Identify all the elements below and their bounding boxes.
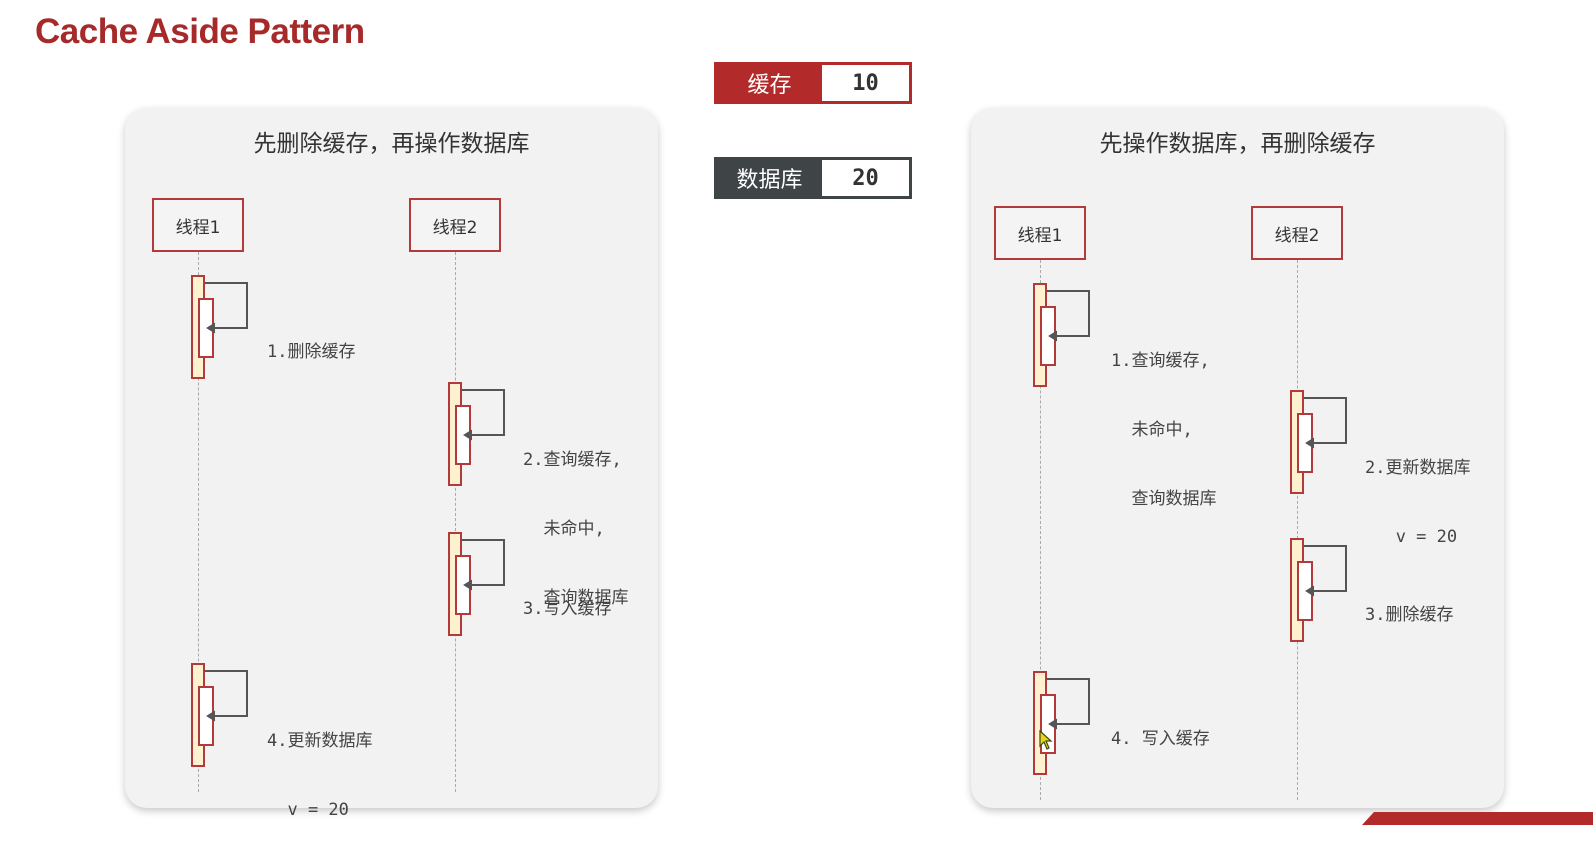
left-step3-label: 3.写入缓存	[523, 599, 612, 619]
right-step1-self-arrow	[1047, 290, 1090, 342]
cache-label: 缓存	[717, 65, 822, 101]
corner-decoration	[1362, 812, 1593, 825]
right-sequence-panel: 先操作数据库，再删除缓存 线程1 线程2 1.查询缓存, 未命中, 查询数据库 …	[971, 108, 1504, 808]
left-step3-self-arrow	[462, 539, 505, 591]
right-step2-self-arrow	[1304, 397, 1347, 449]
left-panel-title: 先删除缓存，再操作数据库	[253, 131, 530, 157]
left-thread2-box: 线程2	[409, 198, 501, 252]
left-step1-self-arrow	[205, 282, 248, 334]
right-thread1-lifeline	[1040, 260, 1041, 800]
database-value: 20	[822, 160, 909, 196]
right-step3-label: 3.删除缓存	[1365, 605, 1454, 625]
right-thread2-box: 线程2	[1251, 206, 1343, 260]
left-step1-label: 1.删除缓存	[267, 342, 356, 362]
right-thread2-lifeline	[1297, 260, 1298, 800]
database-label: 数据库	[717, 160, 822, 196]
left-step2-self-arrow	[462, 389, 505, 441]
cache-state-box: 缓存 10	[714, 62, 912, 104]
left-step2-label: 2.查询缓存, 未命中, 查询数据库	[523, 450, 629, 608]
right-step4-self-arrow	[1047, 678, 1090, 730]
cache-value: 10	[822, 65, 909, 101]
left-thread1-box: 线程1	[152, 198, 244, 252]
right-step2-label: 2.更新数据库 v = 20	[1365, 458, 1471, 547]
left-step4-label: 4.更新数据库 v = 20	[267, 731, 373, 820]
database-state-box: 数据库 20	[714, 157, 912, 199]
left-thread1-lifeline	[198, 252, 199, 792]
right-panel-title: 先操作数据库，再删除缓存	[1099, 131, 1376, 157]
page-title: Cache Aside Pattern	[35, 12, 365, 51]
mouse-cursor-icon	[1039, 729, 1053, 750]
right-step4-label: 4. 写入缓存	[1111, 729, 1210, 749]
left-step4-self-arrow	[205, 670, 248, 722]
left-sequence-panel: 先删除缓存，再操作数据库 线程1 线程2 1.删除缓存 2.查询缓存, 未命中,…	[125, 108, 658, 820]
right-step3-self-arrow	[1304, 545, 1347, 597]
right-thread1-box: 线程1	[994, 206, 1086, 260]
right-step1-label: 1.查询缓存, 未命中, 查询数据库	[1111, 351, 1217, 509]
left-thread2-lifeline	[455, 252, 456, 792]
